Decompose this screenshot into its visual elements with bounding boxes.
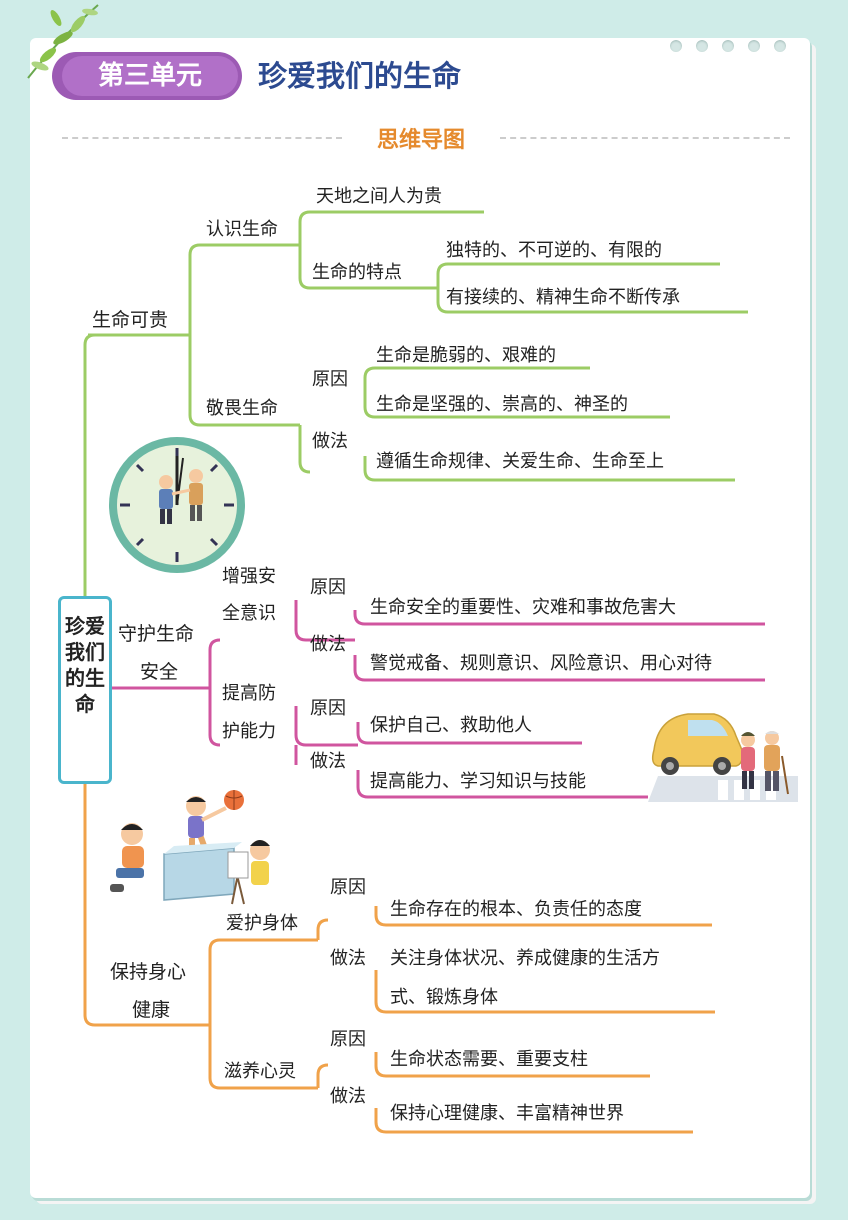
leaf-decoration-icon (27, 4, 99, 79)
branch2-sub1-reason: 生命安全的重要性、灾难和事故危害大 (370, 597, 676, 618)
unit-title: 珍爱我们的生命 (258, 59, 462, 93)
root-label: 珍爱我们的生命 (65, 614, 105, 716)
branch1-reason-label: 原因 (312, 369, 348, 390)
branch2-sub2-title-line2: 护能力 (222, 721, 276, 742)
binder-hole (694, 38, 710, 54)
paper-page (30, 38, 810, 1198)
branch1-sub2-title: 敬畏生命 (206, 398, 278, 419)
children-playing-illustration-icon (110, 790, 270, 905)
divider-left (62, 137, 342, 139)
branch1-leaf1: 天地之间人为贵 (316, 186, 442, 207)
branch3-sub1-reason-label: 原因 (330, 877, 366, 898)
branch2-sub1-title-line1: 增强安 (222, 566, 276, 587)
branch1-method1: 遵循生命规律、关爱生命、生命至上 (376, 451, 664, 472)
branch3-sub1-title: 爱护身体 (226, 913, 298, 934)
branch3-title-line1: 保持身心 (110, 961, 187, 983)
branch1-reason1: 生命是脆弱的、艰难的 (376, 345, 556, 366)
branch2-title-line1: 守护生命 (118, 623, 195, 645)
branch3-title-line2: 健康 (132, 999, 171, 1021)
root-node: 珍爱我们的生命 (58, 596, 112, 784)
branch1-feature1: 独特的、不可逆的、有限的 (446, 240, 662, 261)
binder-hole (746, 38, 762, 54)
branch2-lines (112, 600, 765, 799)
branch2-sub1-method-label: 做法 (310, 634, 346, 655)
branch1-sub1-title: 认识生命 (206, 219, 278, 240)
branch1-title: 生命可贵 (92, 309, 169, 331)
branch2-sub2-method: 提高能力、学习知识与技能 (370, 771, 586, 792)
branch3-sub2-method: 保持心理健康、丰富精神世界 (390, 1103, 624, 1124)
branch2-sub2-reason-label: 原因 (310, 698, 346, 719)
clock-illustration-icon (109, 437, 245, 573)
branch3-sub2-method-label: 做法 (330, 1086, 366, 1107)
branch2-sub2-reason: 保护自己、救助他人 (370, 715, 532, 736)
branch3-sub1-method-label: 做法 (330, 948, 366, 969)
branch1-lines (83, 210, 748, 596)
branch2-sub2-title-line1: 提高防 (222, 683, 276, 704)
branch1-method-label: 做法 (312, 431, 348, 452)
branch3-sub2-title: 滋养心灵 (224, 1061, 296, 1082)
binder-hole (668, 38, 684, 54)
branch2-sub1-method: 警觉戒备、规则意识、风险意识、用心对待 (370, 653, 712, 674)
branch1-reason2: 生命是坚强的、崇高的、神圣的 (376, 394, 628, 415)
branch3-sub1-method-line1: 关注身体状况、养成健康的生活方 (390, 948, 660, 969)
branch3-sub1-method-line2: 式、锻炼身体 (390, 987, 498, 1008)
binder-hole (772, 38, 788, 54)
section-title: 思维导图 (376, 128, 465, 153)
car-crosswalk-illustration-icon (648, 713, 798, 802)
branch3-lines (83, 784, 715, 1134)
binder-hole (720, 38, 736, 54)
divider-right (500, 137, 790, 139)
branch3-sub2-reason-label: 原因 (330, 1029, 366, 1050)
branch3-sub2-reason: 生命状态需要、重要支柱 (390, 1049, 588, 1070)
branch2-sub1-title-line2: 全意识 (222, 603, 276, 624)
branch2-title-line2: 安全 (140, 661, 179, 683)
branch2-sub2-method-label: 做法 (310, 751, 346, 772)
branch1-features-title: 生命的特点 (312, 262, 402, 283)
unit-label: 第三单元 (62, 56, 238, 96)
branch1-feature2: 有接续的、精神生命不断传承 (446, 287, 680, 308)
branch3-sub1-reason: 生命存在的根本、负责任的态度 (390, 899, 642, 920)
branch2-sub1-reason-label: 原因 (310, 577, 346, 598)
